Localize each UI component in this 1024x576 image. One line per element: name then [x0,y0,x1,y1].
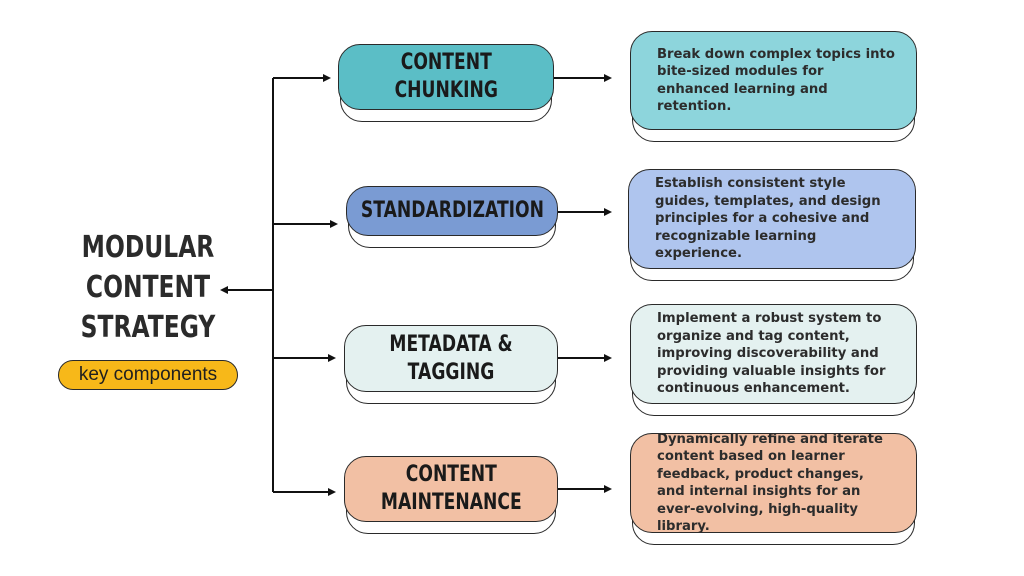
heading-card-content-maintenance: CONTENT MAINTENANCE [344,456,558,534]
card-face: Establish consistent style guides, templ… [628,169,916,269]
description-card-metadata-tagging: Implement a robust system to organize an… [630,304,917,416]
heading-card-metadata-tagging: METADATA & TAGGING [344,325,558,404]
description-card-content-maintenance: Dynamically refine and iterate content b… [630,431,917,545]
description-card-standardization: Establish consistent style guides, templ… [628,169,916,281]
key-components-pill: key components [58,360,238,390]
heading-card-standardization: STANDARDIZATION [346,186,558,248]
description-text: Implement a robust system to organize an… [657,311,886,397]
description-card-content-chunking: Break down complex topics into bite-size… [630,31,917,142]
card-face: STANDARDIZATION [346,186,558,236]
title-line-1: MODULAR [81,230,215,265]
heading-text: CONTENT CHUNKING [394,50,498,103]
description-text: Establish consistent style guides, templ… [655,176,881,262]
heading-text: METADATA & TAGGING [389,331,513,385]
heading-text: CONTENT MAINTENANCE [380,462,522,515]
diagram-title: MODULAR CONTENT STRATEGY [79,228,216,348]
title-line-3: STRATEGY [80,310,216,345]
card-face: CONTENT CHUNKING [338,44,554,110]
card-face: Implement a robust system to organize an… [630,304,917,404]
heading-card-content-chunking: CONTENT CHUNKING [338,44,554,122]
card-face: CONTENT MAINTENANCE [344,456,558,522]
card-face: METADATA & TAGGING [344,325,558,392]
description-text: Dynamically refine and iterate content b… [657,431,883,535]
card-face: Dynamically refine and iterate content b… [630,431,917,535]
title-line-2: CONTENT [85,270,211,305]
description-text: Break down complex topics into bite-size… [657,46,895,115]
key-components-label: key components [78,364,218,385]
card-face: Break down complex topics into bite-size… [630,31,917,130]
heading-text: STANDARDIZATION [360,198,544,223]
